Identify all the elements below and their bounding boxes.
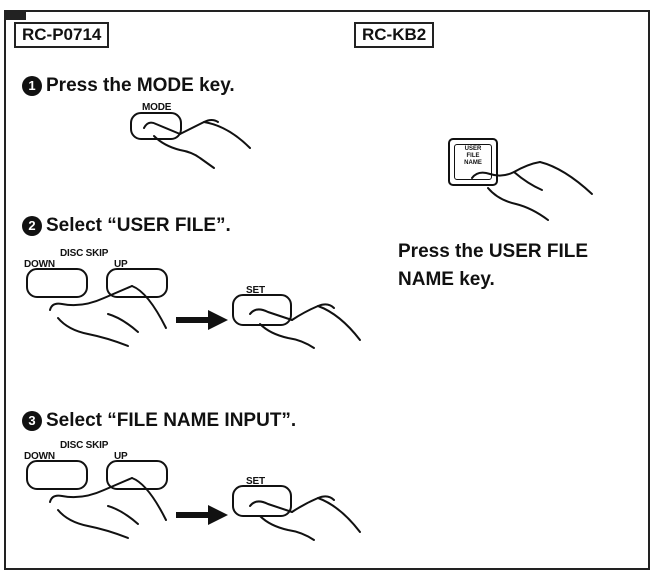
finger-hand-icon bbox=[249, 495, 361, 541]
finger-hand-icon bbox=[471, 161, 593, 221]
right-arrow-icon bbox=[176, 505, 228, 525]
up-key-label: UP bbox=[114, 451, 128, 462]
up-key-label: UP bbox=[114, 259, 128, 270]
disc-skip-label: DISC SKIP bbox=[60, 248, 109, 259]
corner-tab bbox=[6, 12, 26, 20]
user-file-name-key[interactable]: USER FILE NAME bbox=[448, 138, 498, 186]
finger-hand-icon bbox=[249, 303, 361, 349]
finger-hand-icon bbox=[49, 285, 167, 347]
key-line-1: USER bbox=[464, 146, 482, 152]
down-key[interactable] bbox=[26, 268, 88, 298]
model-label-keyboard: RC-KB2 bbox=[354, 22, 435, 48]
right-arrow-icon bbox=[176, 310, 228, 330]
finger-hand-icon bbox=[143, 119, 251, 169]
step-1-number: 1 bbox=[22, 76, 42, 96]
keyboard-instruction: Press the USER FILE NAME key. bbox=[398, 238, 588, 294]
step-2-text: Select “USER FILE”. bbox=[46, 215, 231, 236]
mode-key[interactable] bbox=[130, 112, 182, 140]
keyboard-instruction-line-1: Press the USER FILE bbox=[398, 241, 589, 262]
key-inner-border bbox=[454, 144, 492, 180]
key-line-2: FILE bbox=[466, 153, 480, 159]
step-3-number: 3 bbox=[22, 411, 42, 431]
finger-hand-icon bbox=[49, 477, 167, 539]
keyboard-instruction-line-2: NAME key. bbox=[398, 269, 495, 290]
mode-key-label: MODE bbox=[142, 102, 172, 113]
instruction-panel bbox=[4, 10, 650, 570]
step-3-text: Select “FILE NAME INPUT”. bbox=[46, 410, 297, 431]
set-key-label: SET bbox=[246, 285, 265, 296]
key-line-3: NAME bbox=[464, 160, 482, 166]
step-1-text: Press the MODE key. bbox=[46, 75, 235, 96]
model-label-remote: RC-P0714 bbox=[14, 22, 110, 48]
disc-skip-label: DISC SKIP bbox=[60, 440, 109, 451]
set-key-label: SET bbox=[246, 476, 265, 487]
down-key-label: DOWN bbox=[24, 451, 55, 462]
down-key-label: DOWN bbox=[24, 259, 55, 270]
down-key[interactable] bbox=[26, 460, 88, 490]
step-2-number: 2 bbox=[22, 216, 42, 236]
